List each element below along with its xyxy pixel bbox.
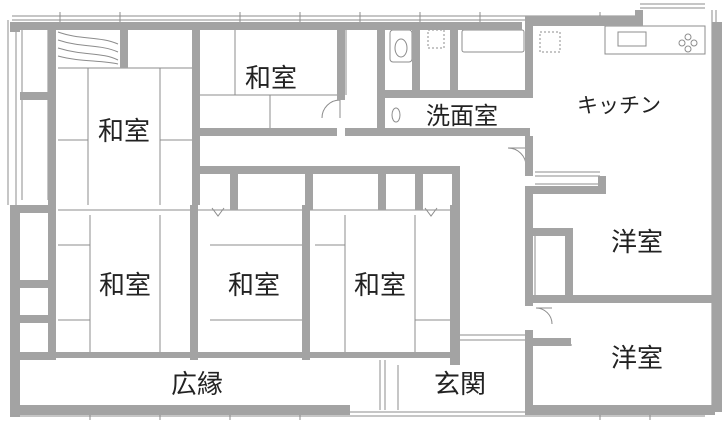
room-label-hiroen: 広縁 [170, 370, 224, 400]
room-label-genkan: 玄関 [433, 370, 487, 400]
room-label-washitsu-mid-3: 和室 [353, 271, 407, 301]
room-label-washitsu-mid-2: 和室 [227, 271, 281, 301]
room-label-washitsu-top: 和室 [244, 64, 298, 94]
room-label-washitsu-mid-1: 和室 [98, 271, 152, 301]
room-label-youshitsu-1: 洋室 [610, 228, 664, 258]
room-label-washitsu-left: 和室 [97, 117, 151, 147]
fixtures [57, 25, 706, 325]
room-label-kitchen: キッチン [577, 93, 661, 118]
tatami-and-window-lines [7, 3, 717, 420]
room-label-youshitsu-2: 洋室 [610, 344, 664, 374]
walls [10, 10, 722, 417]
room-label-senmenshitsu: 洗面室 [426, 102, 498, 130]
